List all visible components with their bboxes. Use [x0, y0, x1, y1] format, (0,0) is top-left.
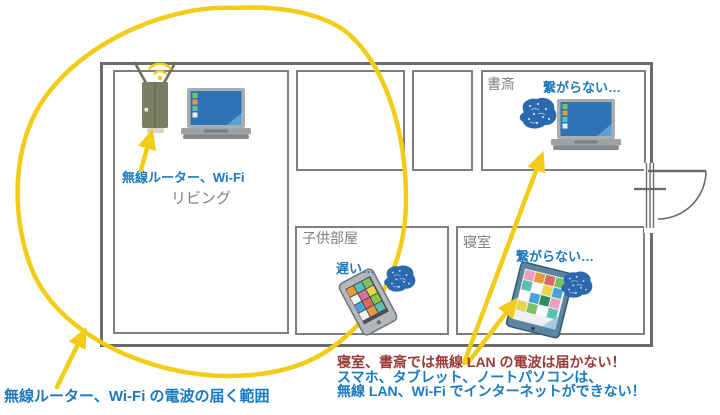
kids-room-label: 子供部屋 — [302, 230, 358, 246]
warning-line-1: 寝室、書斎では無線 LAN の電波は届かない！ — [337, 354, 626, 370]
bedroom-status-text: 繋がらない… — [516, 249, 595, 264]
room-empty-2 — [412, 70, 473, 171]
living-room-label: リビング — [170, 190, 231, 207]
warning-text-block: 寝室、書斎では無線 LAN の電波は届かない！ スマホ、タブレット、ノートパソコ… — [337, 355, 646, 399]
room-empty-1 — [296, 70, 405, 171]
room-study — [481, 70, 646, 171]
bedroom-label: 寝室 — [463, 234, 491, 250]
arrow-to-coverage — [54, 327, 87, 390]
kids-status-text: 遅い… — [336, 261, 376, 276]
study-status-text: 繋がらない… — [543, 80, 622, 95]
router-label: 無線ルーター、Wi-Fi — [122, 170, 245, 185]
coverage-range-label: 無線ルーター、Wi-Fi の電波の届く範囲 — [4, 388, 270, 405]
warning-line-2: スマホ、タブレット、ノートパソコンは、 — [337, 368, 603, 385]
study-room-label: 書斎 — [487, 76, 515, 92]
warning-line-3: 無線 LAN、Wi-Fi でインターネットができない！ — [337, 383, 646, 400]
